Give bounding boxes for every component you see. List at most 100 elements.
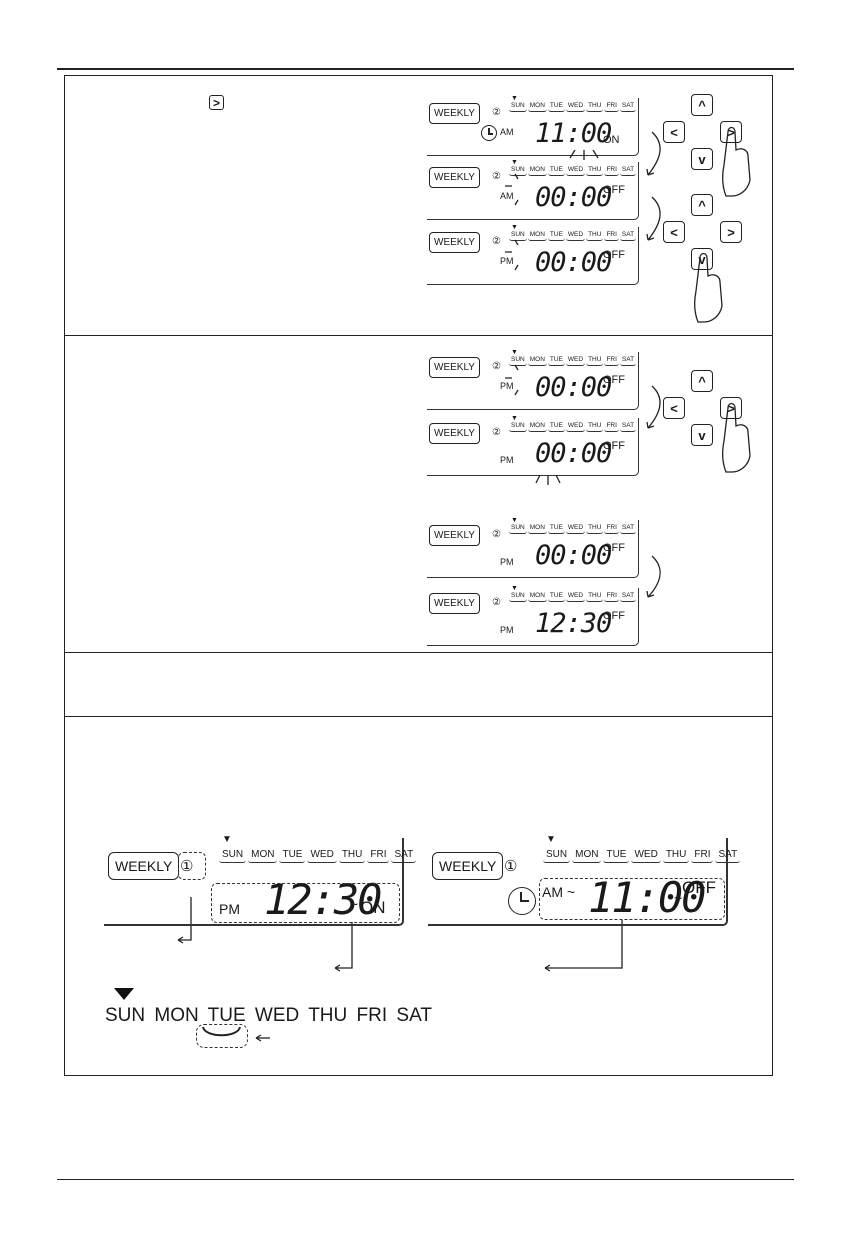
day-wed: WED — [565, 523, 586, 534]
right-key-icon: > — [720, 397, 742, 419]
time-digits: 11:00 — [535, 118, 612, 149]
day-sat: SAT — [619, 591, 637, 602]
program-number: ② — [492, 171, 501, 182]
day-tue: TUE — [279, 848, 306, 863]
day-fri: FRI — [604, 523, 619, 534]
day-tue: TUE — [547, 523, 565, 534]
day-sat: SAT — [619, 421, 637, 432]
day-pointer-icon: ▼ — [511, 349, 518, 356]
day-sat: SAT — [619, 230, 637, 241]
day-sun: SUN — [509, 591, 527, 602]
program-number: ② — [492, 597, 501, 608]
day-sun: SUN — [509, 355, 527, 366]
day-wed: WED — [565, 230, 586, 241]
day-thu: THU — [586, 523, 604, 534]
clock-icon — [508, 887, 536, 915]
right-key-icon: > — [720, 221, 742, 243]
weekly-label: WEEKLY — [429, 357, 480, 378]
day-thu: THU — [586, 591, 604, 602]
day-wed: WED — [307, 848, 337, 863]
day-tue: TUE — [547, 230, 565, 241]
day-sat: SAT — [619, 523, 637, 534]
day-mon: MON — [527, 101, 547, 112]
day-thu: THU — [586, 421, 604, 432]
day-pointer-icon: ▼ — [546, 834, 556, 845]
day-fri: FRI — [604, 165, 619, 176]
program-number: ① — [180, 858, 194, 875]
time-digits: 00:00 — [535, 372, 612, 403]
day-tue: TUE — [547, 421, 565, 432]
day-wed: WED — [565, 101, 586, 112]
on-off-indicator: ON — [360, 898, 386, 917]
day-mon: MON — [248, 848, 278, 863]
weekly-label: WEEKLY — [432, 852, 504, 880]
day-legend: SUN MON TUE WED THU FRI SAT — [105, 1005, 432, 1026]
hand-icon — [722, 126, 751, 197]
curved-arrow-icon — [647, 131, 661, 176]
on-off-indicator: OFF — [603, 184, 625, 196]
program-number-highlight — [178, 852, 206, 880]
blink-icon — [569, 149, 599, 160]
day-wed: WED — [631, 848, 661, 863]
day-pointer-icon — [114, 988, 134, 1000]
day-sun: SUN — [509, 101, 527, 112]
day-thu: THU — [338, 848, 366, 863]
instruction-table — [64, 75, 773, 1076]
up-key-icon: ^ — [691, 94, 713, 116]
time-digits: 11:00 — [588, 873, 706, 922]
day-pointer-icon: ▼ — [511, 517, 518, 524]
day-wed: WED — [565, 421, 586, 432]
day-sun: SUN — [509, 165, 527, 176]
day-tue: TUE — [547, 165, 565, 176]
day-fri: FRI — [367, 848, 390, 863]
leader-line — [335, 922, 353, 969]
leader-line — [545, 920, 623, 969]
bottom-rule — [57, 1179, 794, 1181]
day-mon: MON — [572, 848, 602, 863]
on-off-indicator: OFF — [603, 249, 625, 261]
tilde-symbol: ~ — [350, 896, 359, 912]
day-tue: TUE — [547, 101, 565, 112]
left-key-icon: < — [663, 397, 685, 419]
day-pointer-icon: ▼ — [222, 834, 232, 845]
day-sat: SAT — [619, 165, 637, 176]
row-divider-1 — [64, 335, 773, 337]
blink-icon — [505, 364, 519, 396]
day-thu: THU — [586, 230, 604, 241]
blink-icon — [505, 173, 519, 206]
up-key-icon: ^ — [691, 370, 713, 392]
day-fri: FRI — [604, 591, 619, 602]
am-pm-indicator: PM — [500, 455, 514, 465]
hand-icon — [694, 252, 723, 323]
program-number: ② — [492, 361, 501, 372]
day-thu: THU — [662, 848, 690, 863]
am-pm-indicator: AM — [500, 191, 514, 201]
row-divider-3 — [64, 716, 773, 718]
day-mon: MON — [527, 591, 547, 602]
am-pm-indicator: PM — [500, 625, 514, 635]
program-number: ① — [504, 858, 518, 875]
day-fri: FRI — [604, 421, 619, 432]
day-sat: SAT — [619, 101, 637, 112]
day-wed: WED — [565, 591, 586, 602]
am-pm-indicator: AM — [500, 127, 514, 137]
day-thu: THU — [586, 355, 604, 366]
program-number: ② — [492, 236, 501, 247]
weekly-label: WEEKLY — [108, 852, 180, 880]
program-number: ② — [492, 529, 501, 540]
weekly-label: WEEKLY — [429, 593, 480, 614]
